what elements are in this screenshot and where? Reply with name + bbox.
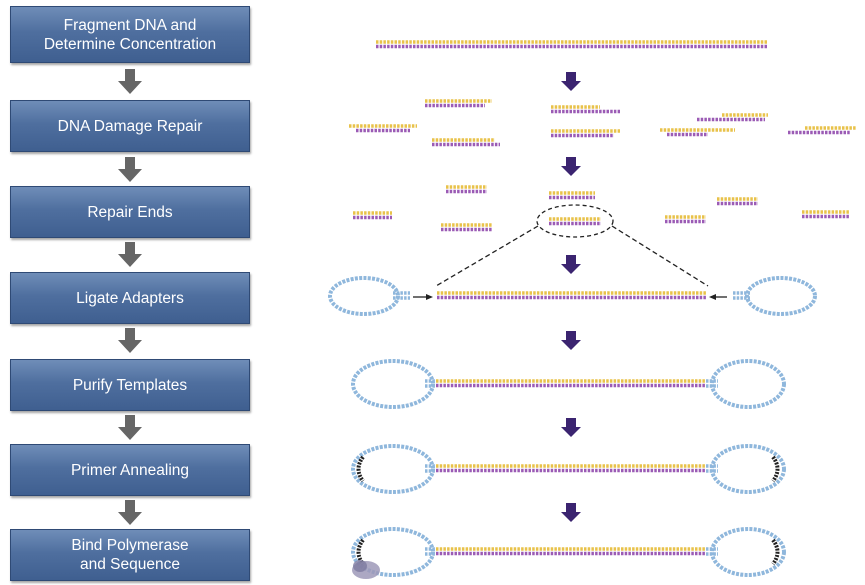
dna-insert-icon (437, 291, 706, 300)
dna-fragment-icon (788, 126, 856, 135)
hairpin-adapter-icon (706, 379, 718, 388)
dna-fragment-icon (697, 113, 768, 122)
step-repair-ends: Repair Ends (10, 186, 250, 238)
dna-insert-icon (436, 464, 706, 473)
dna-fragment-icon (446, 185, 487, 194)
dna-fragment-icon (441, 223, 492, 232)
dna-fragment-icon (665, 215, 706, 224)
step-bind-polymerase: Bind Polymerase and Sequence (10, 529, 250, 581)
down-arrow-icon (118, 157, 142, 182)
hairpin-adapter-icon (351, 444, 435, 494)
hairpin-adapter-icon (328, 276, 400, 316)
dna-fragment-icon (717, 197, 758, 206)
dna-fragment-icon (549, 217, 601, 226)
dna-insert-icon (436, 547, 706, 556)
hairpin-adapter-icon (425, 464, 436, 473)
zoom-guide-line (611, 225, 709, 287)
step-label: Fragment DNA and (63, 16, 197, 34)
hairpin-adapter-icon (710, 527, 786, 577)
step-purify-templates: Purify Templates (10, 359, 250, 411)
down-arrow-icon (118, 415, 142, 440)
hairpin-adapter-icon (351, 359, 435, 409)
hairpin-adapter-icon (425, 379, 436, 388)
primer-icon (356, 455, 365, 483)
step-label: Purify Templates (72, 376, 188, 394)
down-arrow-icon (561, 157, 581, 176)
dna-fragment-icon (425, 99, 492, 108)
primer-icon (771, 538, 780, 566)
dna-fragment-icon (376, 40, 768, 49)
zoom-guide-line (435, 225, 539, 287)
hairpin-adapter-icon (706, 547, 718, 556)
down-arrow-icon (118, 328, 142, 353)
step-label: Determine Concentration (43, 35, 217, 53)
step-label: Primer Annealing (70, 461, 190, 479)
dna-fragment-icon (549, 191, 595, 200)
dna-fragment-icon (349, 124, 417, 133)
hairpin-adapter-icon (733, 291, 750, 300)
hairpin-adapter-icon (393, 291, 410, 300)
step-primer-annealing: Primer Annealing (10, 444, 250, 496)
down-arrow-icon (118, 242, 142, 267)
step-ligate-adapters: Ligate Adapters (10, 272, 250, 324)
dna-fragment-icon (802, 210, 849, 219)
step-label: Bind Polymerase (71, 537, 189, 554)
down-arrow-icon (561, 418, 581, 437)
hairpin-adapter-icon (706, 464, 718, 473)
dna-fragment-icon (551, 129, 620, 138)
hairpin-adapter-icon (745, 276, 817, 316)
selection-highlight (536, 204, 614, 238)
dna-insert-icon (436, 379, 706, 388)
arrow-icon (426, 294, 433, 300)
down-arrow-icon (118, 69, 142, 94)
hairpin-adapter-icon (710, 359, 786, 409)
primer-icon (771, 455, 780, 483)
dna-fragment-icon (353, 211, 392, 220)
down-arrow-icon (561, 72, 581, 91)
dna-fragment-icon (551, 105, 620, 114)
down-arrow-icon (118, 500, 142, 525)
hairpin-adapter-icon (425, 547, 436, 556)
step-dna-damage-repair: DNA Damage Repair (10, 100, 250, 152)
down-arrow-icon (561, 255, 581, 274)
step-label: and Sequence (80, 556, 180, 573)
hairpin-adapter-icon (710, 444, 786, 494)
step-label: Repair Ends (87, 203, 173, 221)
step-label: Ligate Adapters (76, 289, 184, 307)
down-arrow-icon (561, 503, 581, 522)
step-label: DNA Damage Repair (57, 117, 203, 135)
polymerase-icon (353, 560, 367, 572)
down-arrow-icon (561, 331, 581, 350)
dna-fragment-icon (432, 138, 500, 147)
hairpin-adapter-icon (351, 527, 435, 577)
dna-fragment-icon (660, 128, 735, 137)
arrow-icon (709, 294, 716, 300)
